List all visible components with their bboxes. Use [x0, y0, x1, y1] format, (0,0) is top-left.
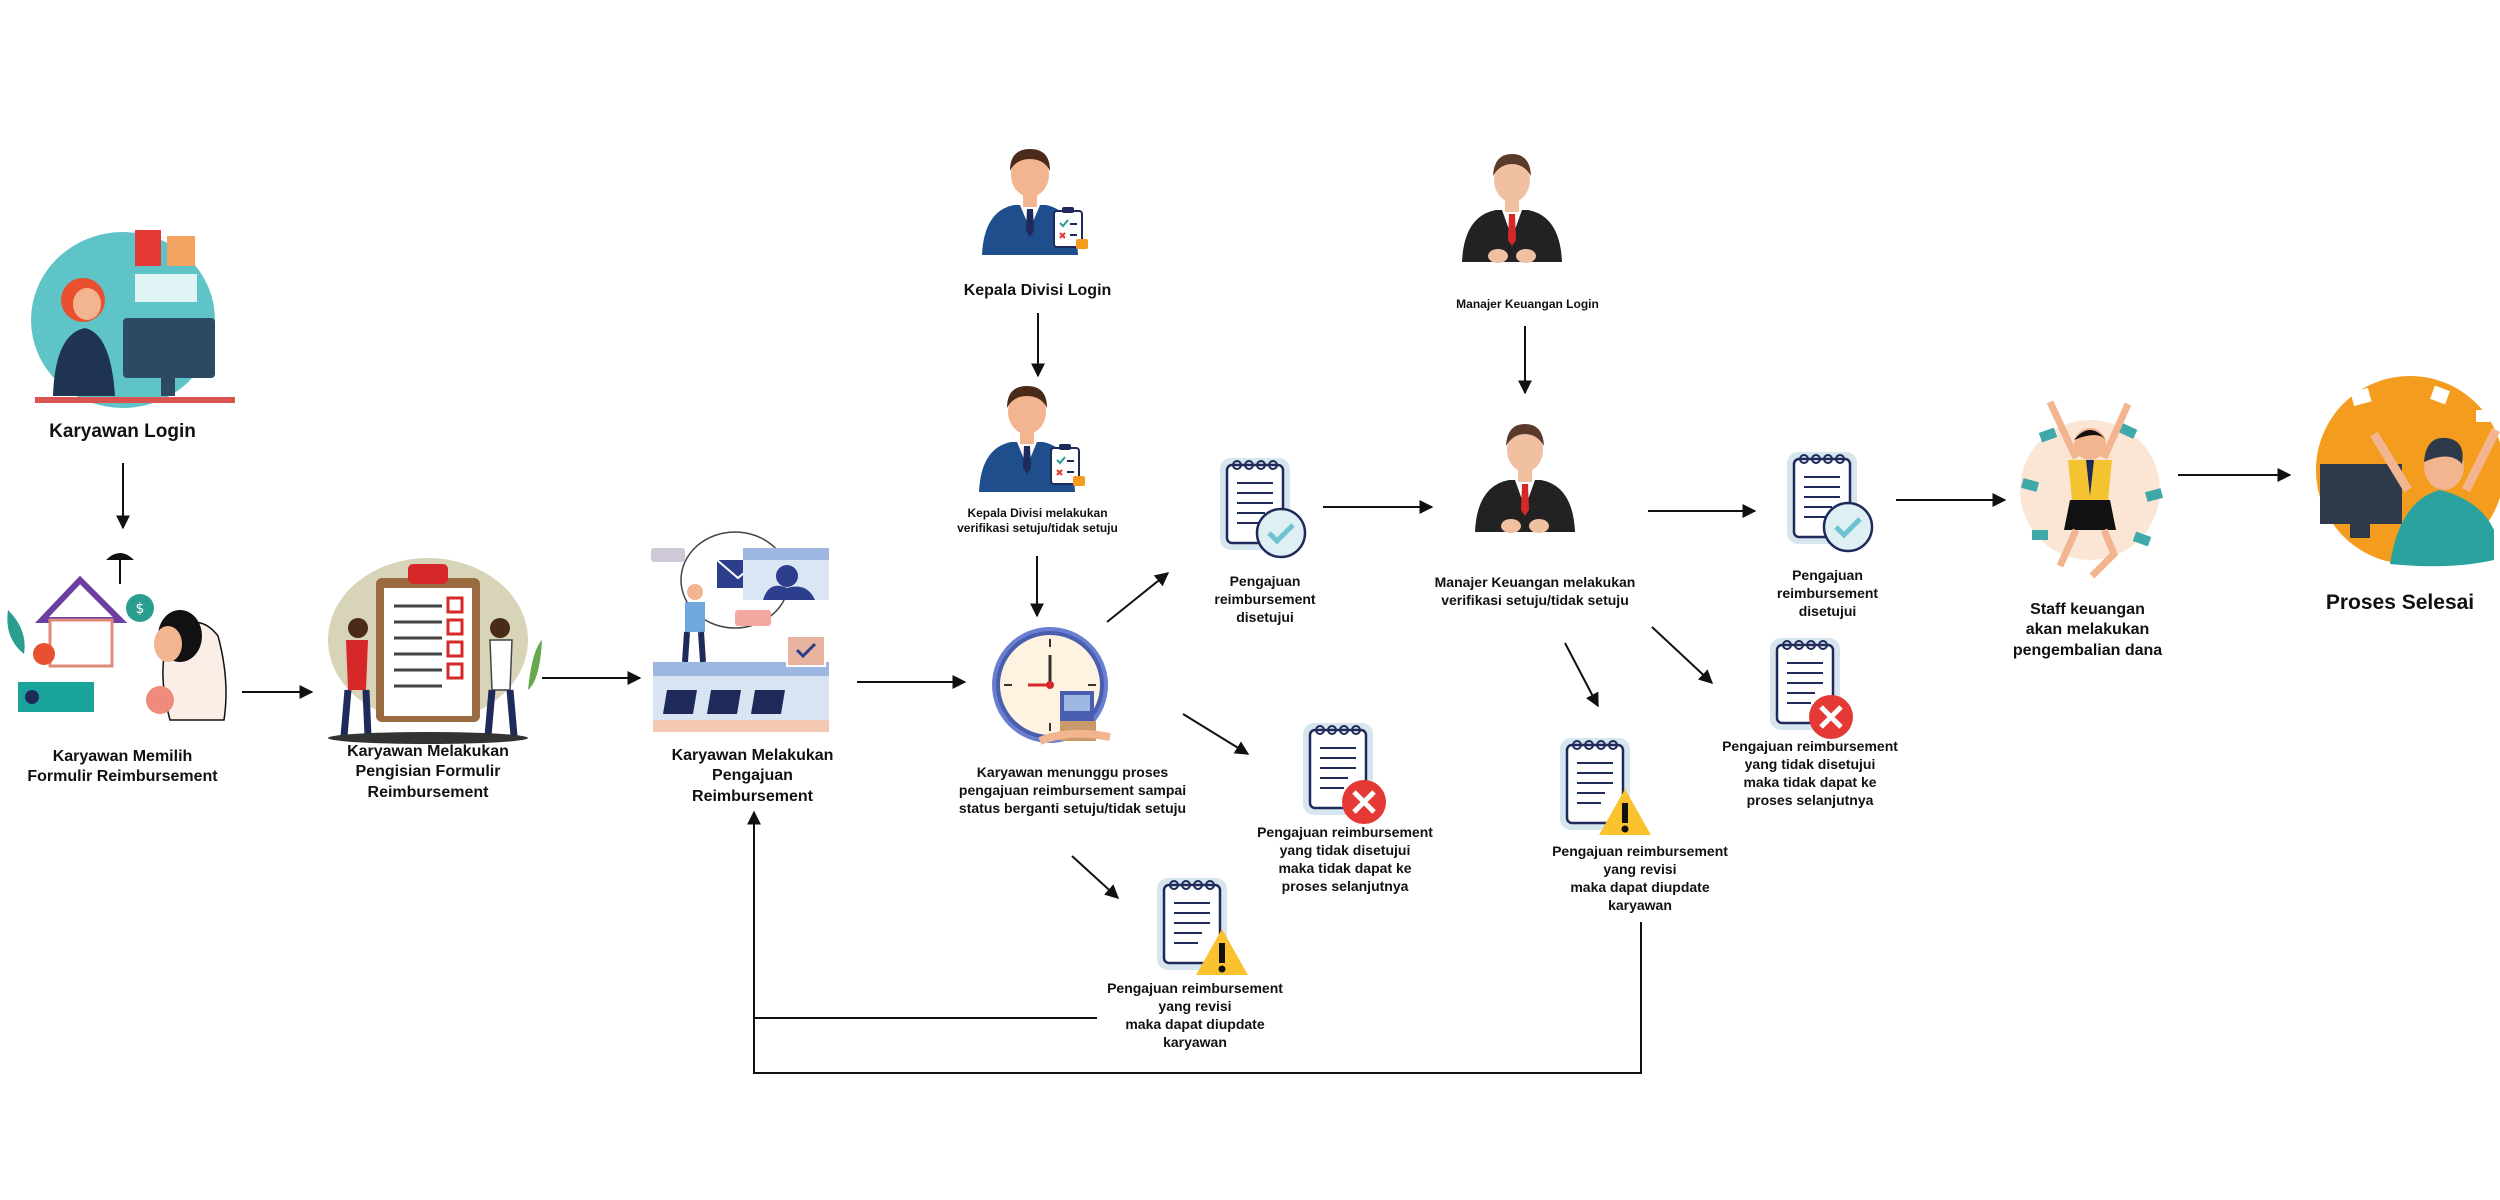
finished-celebration-icon	[2316, 376, 2500, 567]
notepad-warning-icon	[1563, 741, 1651, 835]
revisi-1-label: Pengajuan reimbursement yang revisi maka…	[1107, 980, 1283, 1050]
tidak-disetujui-1-label: Pengajuan reimbursement yang tidak diset…	[1257, 824, 1433, 894]
karyawan-login-label: Karyawan Login	[49, 421, 196, 442]
division-head-icon	[979, 386, 1086, 492]
notepad-check-icon	[1223, 461, 1307, 559]
pengajuan-label: Karyawan Melakukan Pengajuan Reimburseme…	[671, 747, 834, 805]
svg-text:$: $	[136, 601, 145, 617]
woman-choosing-form-icon: $	[7, 553, 227, 721]
finance-manager-icon	[1462, 154, 1562, 263]
kadiv-login-label: Kepala Divisi Login	[963, 282, 1112, 299]
notepad-check-icon	[1790, 455, 1874, 553]
disetujui-1-label: Pengajuan reimbursement disetujui	[1214, 573, 1316, 625]
disetujui-2-label: Pengajuan reimbursement disetujui	[1776, 567, 1879, 619]
kadiv-verifikasi-label: Kepala Divisi melakukan verifikasi setuj…	[957, 506, 1118, 536]
clock-waiting-icon	[992, 627, 1111, 745]
manajer-verifikasi-label: Manajer Keuangan melakukan verifikasi se…	[1434, 574, 1636, 608]
flow-arrows	[116, 313, 2292, 1074]
notepad-warning-icon	[1160, 881, 1248, 975]
finance-manager-icon	[1475, 424, 1575, 533]
tidak-disetujui-2-label: Pengajuan reimbursement yang tidak diset…	[1722, 738, 1898, 808]
arrow-manajer-to-revisi	[1564, 642, 1599, 708]
celebrating-staff-icon	[2020, 400, 2164, 579]
proses-selesai-label: Proses Selesai	[2325, 591, 2475, 614]
pengisian-formulir-label: Karyawan Melakukan Pengisian Formulir Re…	[347, 743, 509, 801]
menunggu-label: Karyawan menunggu proses pengajuan reimb…	[958, 764, 1187, 816]
division-head-icon	[982, 149, 1089, 255]
submission-envelope-icon	[651, 531, 829, 732]
arrow-menunggu-to-disetujui	[1106, 572, 1170, 623]
woman-at-computer-icon	[31, 230, 235, 408]
manajer-login-label: Manajer Keuangan Login	[1456, 297, 1599, 311]
notepad-x-icon	[1773, 641, 1853, 739]
arrow-menunggu-to-tidak-disetujui	[1182, 713, 1250, 755]
arrow-menunggu-to-revisi	[1071, 855, 1120, 899]
notepad-x-icon	[1306, 726, 1386, 824]
clipboard-checklist-icon	[328, 558, 542, 744]
arrow-manajer-to-tidak-disetujui	[1651, 626, 1714, 684]
staff-pengembalian-label: Staff keuangan akan melakukan pengembali…	[2012, 601, 2163, 659]
revisi-2-label: Pengajuan reimbursement yang revisi maka…	[1552, 843, 1728, 913]
memilih-formulir-label: Karyawan Memilih Formulir Reimbursement	[27, 748, 218, 786]
loop-revisi-2-to-pengajuan	[747, 810, 1642, 1074]
